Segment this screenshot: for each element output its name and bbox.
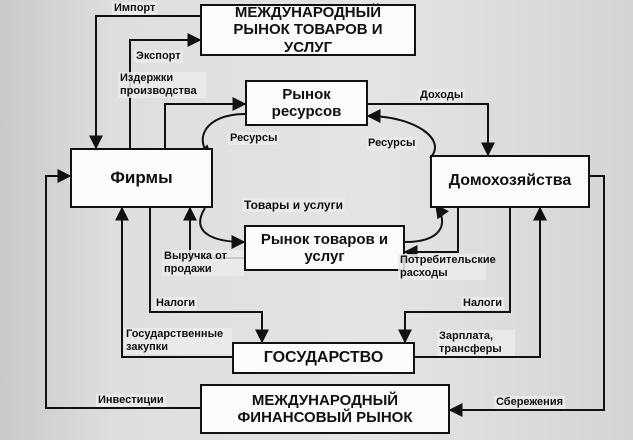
consumer-spending-arrow	[403, 208, 459, 259]
goods-market-label: Рынок товаров и услуг	[260, 230, 389, 265]
consumer-spending-label: Потребительские расходы	[398, 254, 496, 281]
savings-label: Сбережения	[494, 396, 565, 410]
production-costs-arrow	[164, 97, 247, 148]
wages-transfers-arrow	[415, 206, 547, 358]
income-label: Доходы	[418, 89, 466, 103]
intl-financial-market-box: МЕЖДУНАРОДНЫЙ ФИНАНСОВЫЙ РЫНОК	[200, 384, 450, 434]
goods-left-arrow	[199, 207, 246, 249]
investments-label: Инвестиции	[96, 394, 166, 408]
resources-left-label: Ресурсы	[228, 132, 280, 146]
intl-goods-market-label: МЕЖДУНАРОДНЫЙ РЫНОК ТОВАРОВ И УСЛУГ	[233, 4, 383, 56]
taxes-left-label: Налоги	[154, 297, 197, 311]
goods-services-label: Товары и услуги	[242, 198, 345, 213]
sales-revenue-label: Выручка от продажи	[162, 250, 244, 277]
resource-market-label: Рынок ресурсов	[271, 85, 342, 120]
export-arrow	[129, 33, 202, 148]
state-box: ГОСУДАРСТВО	[232, 342, 415, 374]
firms-label: Фирмы	[110, 168, 173, 188]
resource-market-box: Рынок ресурсов	[245, 80, 368, 126]
intl-goods-market-box: МЕЖДУНАРОДНЫЙ РЫНОК ТОВАРОВ И УСЛУГ	[200, 4, 416, 56]
households-label: Домохозяйства	[448, 172, 572, 190]
intl-financial-market-label: МЕЖДУНАРОДНЫЙ ФИНАНСОВЫЙ РЫНОК	[237, 391, 413, 426]
gov-purchases-label: Государственные закупки	[124, 328, 232, 355]
production-costs-label: Издержки производства	[118, 72, 206, 99]
resources-right-label: Ресурсы	[366, 137, 418, 151]
import-arrow	[89, 15, 200, 150]
taxes-right-label: Налоги	[461, 297, 504, 311]
savings-arrow	[448, 175, 605, 417]
state-label: ГОСУДАРСТВО	[263, 348, 384, 366]
import-label: Импорт	[112, 2, 158, 16]
export-label: Экспорт	[134, 50, 183, 64]
resources-right-arrow	[366, 109, 436, 159]
goods-market-box: Рынок товаров и услуг	[244, 225, 405, 271]
taxes-right-arrow	[398, 208, 511, 344]
taxes-left-arrow	[149, 208, 269, 344]
investments-arrow	[45, 169, 200, 409]
gov-purchases-arrow	[115, 206, 232, 358]
firms-box: Фирмы	[70, 148, 213, 208]
wages-transfers-label: Зарплата, трансферы	[437, 330, 515, 357]
households-box: Домохозяйства	[430, 155, 590, 208]
income-arrow	[368, 103, 495, 157]
goods-right-arrow	[404, 203, 449, 243]
